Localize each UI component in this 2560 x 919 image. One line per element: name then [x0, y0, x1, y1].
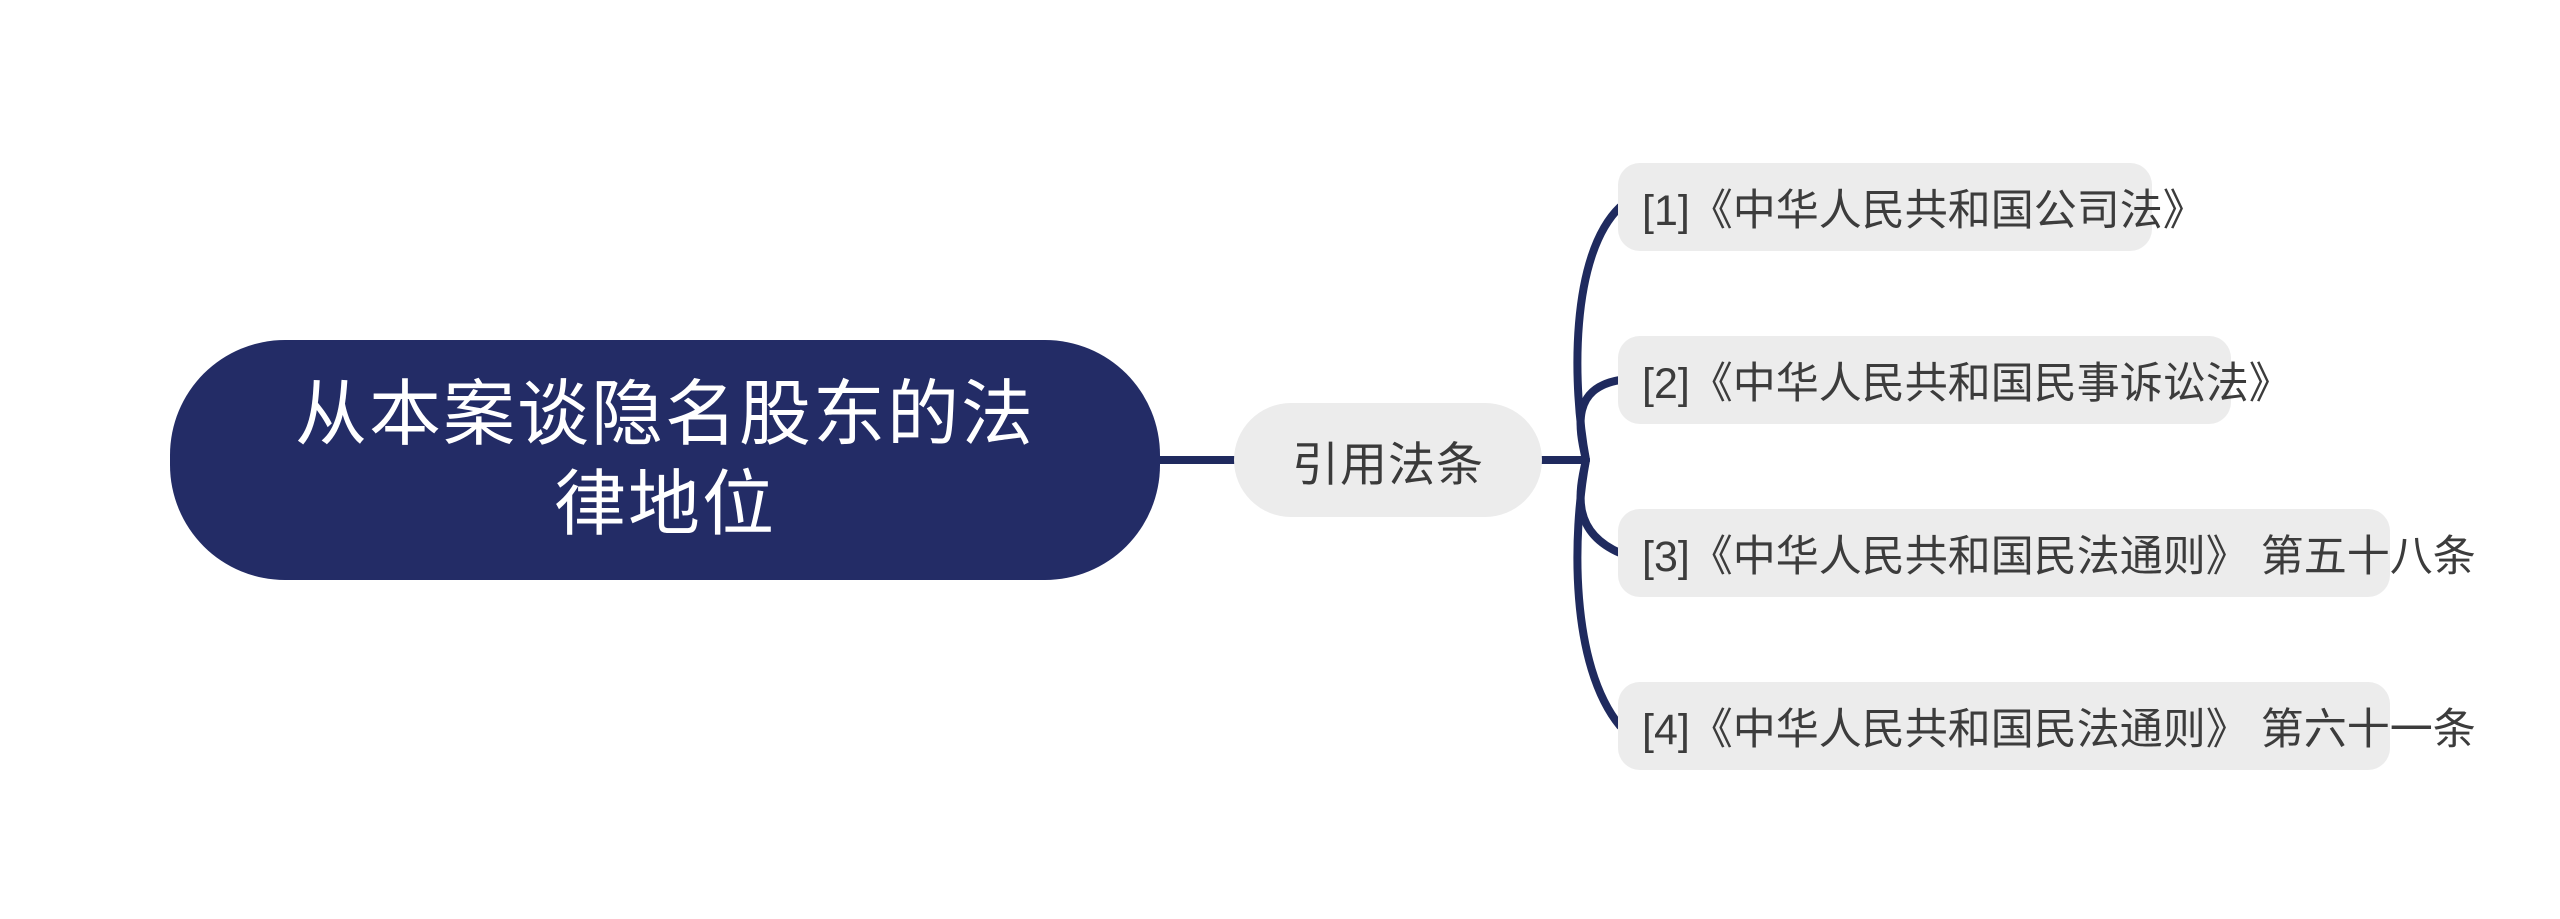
law-item-node-3[interactable]: [3]《中华人民共和国民法通则》 第五十八条 [1618, 509, 2476, 597]
law-item-label-2: [2]《中华人民共和国民事诉讼法》 [1642, 360, 2292, 408]
law-item-label-4: [4]《中华人民共和国民法通则》 第六十一条 [1642, 706, 2476, 754]
law-item-node-2[interactable]: [2]《中华人民共和国民事诉讼法》 [1618, 336, 2292, 424]
law-item-label-3: [3]《中华人民共和国民法通则》 第五十八条 [1642, 533, 2476, 581]
root-topic-node[interactable]: 从本案谈隐名股东的法律地位 [170, 340, 1160, 580]
law-item-node-1[interactable]: [1]《中华人民共和国公司法》 [1618, 163, 2206, 251]
root-topic-label: 从本案谈隐名股东的法律地位 [294, 375, 1035, 545]
law-item-label-1: [1]《中华人民共和国公司法》 [1642, 187, 2206, 235]
branch-node-label: 引用法条 [1292, 437, 1484, 491]
branch-node-cited-laws[interactable]: 引用法条 [1234, 403, 1542, 517]
branch-curve-item2 [1576, 376, 1624, 464]
branch-curve-item4 [1573, 456, 1624, 730]
law-item-node-4[interactable]: [4]《中华人民共和国民法通则》 第六十一条 [1618, 682, 2476, 770]
